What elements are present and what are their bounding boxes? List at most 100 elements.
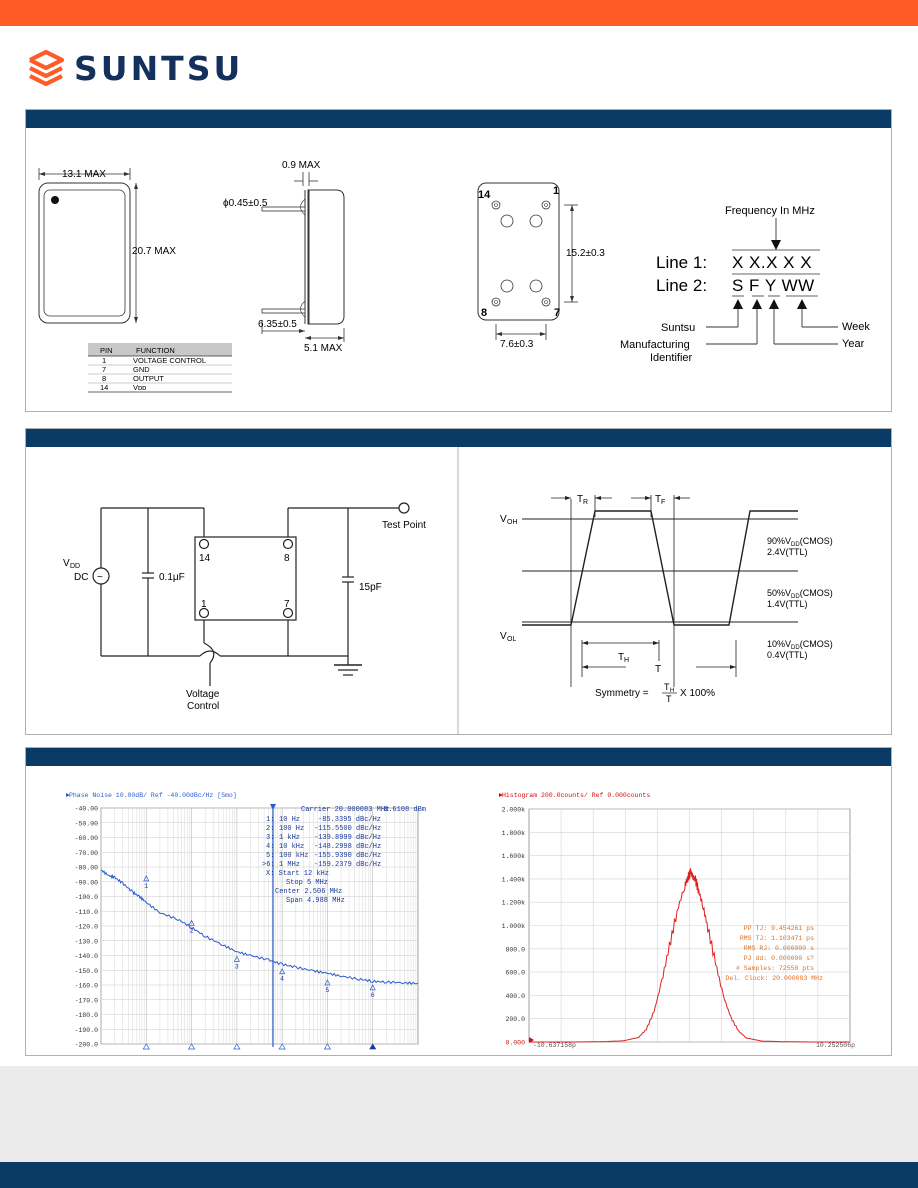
symmetry-label: Symmetry = [595, 688, 649, 699]
plots-panel: Phase Noise 10.00dB/ Ref -40.00dBc/Hz [S… [25, 747, 892, 1056]
marking-mfg-1: Manufacturing [620, 339, 690, 351]
circuit-pin-14: 14 [199, 553, 211, 564]
phase-noise-y-tick: -180.0 [75, 1012, 99, 1019]
marking-freq-label: Frequency In MHz [725, 205, 815, 217]
dimensions-panel: 13.1 MAX 20.7 MAX PIN FUNCTION 1 VOLTAGE… [25, 109, 892, 412]
dim-lead-length: 6.35±0.5 [258, 319, 297, 330]
histogram-y-tick: 200.0 [505, 1016, 525, 1023]
dim-pin-spacing-v: 15.2±0.3 [566, 248, 605, 259]
side-view: 0.9 MAX ϕ0.45±0.5 6.35±0.5 5.1 MAX [223, 160, 345, 354]
test-point-label: Test Point [382, 520, 426, 531]
phase-noise-marker [143, 875, 150, 882]
histogram-series [529, 868, 850, 1043]
phase-noise-y-tick: -150.0 [75, 968, 99, 975]
level-50-label: 50%VDD(CMOS) [767, 588, 833, 600]
pin1-dot [51, 196, 59, 204]
suntsu-logo-icon [29, 49, 65, 87]
test-circuit-panel: ~ V DD DC 0.1μF 15pF Test Point 14 8 1 7… [25, 428, 892, 735]
marking-line1-value: X X.X X X [732, 253, 812, 272]
phase-noise-x-marker [323, 1043, 332, 1050]
phase-noise-marker [188, 919, 195, 926]
phase-noise-marker-label: 2 [190, 927, 194, 934]
hist-stat: # Samples: 72550 pts [736, 965, 814, 972]
pin-table: PIN FUNCTION 1 VOLTAGE CONTROL 7 GND 8 O… [88, 343, 232, 393]
phase-noise-y-tick: -120.0 [75, 924, 99, 931]
phase-noise-x-marker [142, 1043, 150, 1050]
histogram-y-ticks: 0.000200.0400.0600.0800.01.000k1.200k1.4… [502, 807, 526, 1047]
pn-marker-f: 10 kHz [279, 843, 304, 851]
waveform [522, 495, 798, 687]
histogram-y-tick: 800.0 [505, 946, 525, 953]
plots-area: Phase Noise 10.00dB/ Ref -40.00dBc/Hz [S… [66, 792, 855, 1050]
phase-noise-marker-label: 4 [280, 976, 284, 983]
test-circuit [92, 507, 399, 686]
pin-row-function: Vᴅᴅ [133, 383, 146, 392]
phase-noise-y-tick: -90.00 [75, 879, 99, 886]
dim-lead-diameter: ϕ0.45±0.5 [223, 198, 268, 209]
phase-noise-y-tick: -80.00 [75, 865, 99, 872]
dim-height: 20.7 MAX [132, 246, 176, 257]
pn-marker-v: -115.5500 dBc/Hz [314, 825, 381, 833]
level-90-label: 90%VDD(CMOS) [767, 536, 833, 548]
phase-noise-y-tick: -100.0 [75, 894, 99, 901]
pn-stop: Stop 5 MHz [286, 879, 328, 887]
dim-width: 13.1 MAX [62, 169, 106, 180]
phase-noise-marker-label: 3 [235, 963, 239, 970]
phase-noise-x-marker [278, 1043, 286, 1050]
pin-row-pin: 8 [102, 374, 106, 383]
dim-body-depth: 5.1 MAX [304, 343, 343, 354]
phase-noise-y-tick: -140.0 [75, 953, 99, 960]
pn-marker-v: -159.2379 dBc/Hz [314, 861, 381, 869]
phase-noise-y-tick: -200.0 [75, 1042, 99, 1049]
phase-noise-title: Phase Noise 10.00dB/ Ref -40.00dBc/Hz [S… [69, 792, 237, 799]
phase-noise-y-tick: -170.0 [75, 997, 99, 1004]
marking-year: Year [842, 338, 865, 350]
histogram-y-tick: 1.800k [502, 830, 526, 837]
marking-diagram: Frequency In MHz Line 1: X X.X X X Line … [620, 205, 870, 364]
plots-panel-header [26, 748, 891, 766]
pin-row-pin: 1 [102, 356, 106, 365]
phase-noise-x-marker [233, 1043, 241, 1050]
histogram-y-tick: 2.000k [502, 807, 526, 814]
vdd-subscript: DD [70, 563, 80, 570]
marking-suntsu: Suntsu [661, 322, 695, 334]
dim-pin-spacing-h: 7.6±0.3 [500, 339, 534, 350]
circuit-pin-7: 7 [284, 599, 290, 610]
footer-bar [0, 1162, 918, 1188]
phase-noise-marker [279, 967, 286, 975]
pin-table-header-pin: PIN [100, 346, 113, 355]
histogram-y-tick: 1.400k [502, 876, 526, 883]
pn-marker-n: 3: [266, 834, 274, 842]
phase-noise-y-tick: -160.0 [75, 983, 99, 990]
vol-subscript: OL [507, 636, 516, 643]
histogram-y-tick: 1.000k [502, 923, 526, 930]
phase-noise-grid [100, 807, 419, 1045]
phase-noise-marker-label: 6 [371, 992, 375, 999]
pn-marker-n: 1: [266, 816, 274, 824]
histogram-grid [528, 808, 851, 1043]
pn-marker-f: 10 Hz [279, 816, 300, 824]
pn-marker-n: 2: [266, 825, 274, 833]
bottom-view: 14 1 8 7 15.2±0.3 [477, 182, 605, 350]
histogram-y-tick: 600.0 [505, 970, 525, 977]
histogram-x-right: 10.252506p [816, 1042, 855, 1049]
vdd-label: V [63, 558, 70, 569]
tr-subscript: R [583, 499, 588, 506]
vc-label-2: Control [187, 701, 219, 712]
hist-stat: RMS TJ: 1.103471 ps [740, 935, 814, 942]
pn-carrier: Carrier 20.000083 MHz [301, 806, 389, 814]
marking-line2-value: S F Y WW [732, 276, 815, 295]
level-90-ttl: 2.4V(TTL) [767, 547, 808, 557]
bottom-pin-1: 1 [553, 185, 559, 197]
pn-center: Center 2.506 MHz [275, 888, 342, 896]
top-view: 13.1 MAX 20.7 MAX [38, 168, 176, 324]
dc-source-symbol: ~ [97, 572, 103, 583]
pn-marker-f: 100 kHz [279, 852, 308, 860]
suntsu-logo: SUNTSU [26, 46, 243, 90]
footer-gray-band [0, 1066, 918, 1162]
dimensions-panel-header [26, 110, 891, 128]
t-label: T [655, 664, 661, 675]
marking-mfg-2: Identifier [650, 352, 693, 364]
pn-marker-v: -148.2998 dBc/Hz [314, 843, 381, 851]
